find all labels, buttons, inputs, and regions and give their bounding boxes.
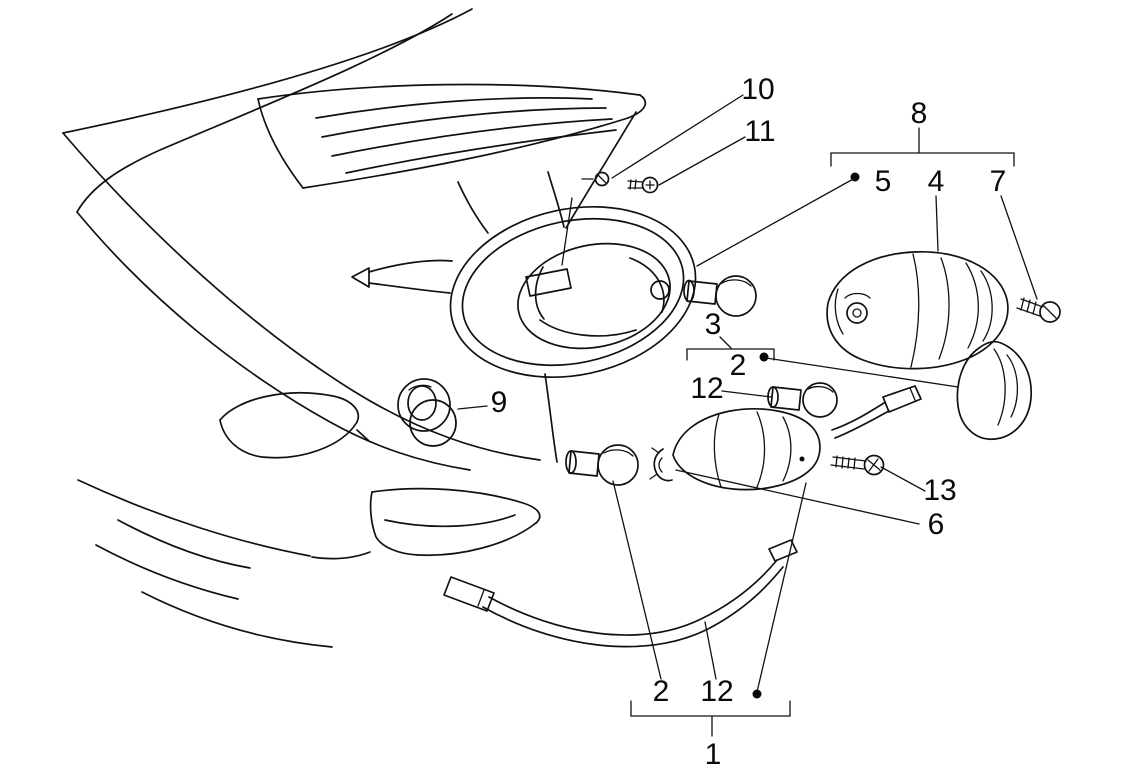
bracket-1 xyxy=(630,700,791,737)
callout-7-label: 7 xyxy=(990,165,1007,198)
cable-end-right xyxy=(768,539,798,562)
leader-10 xyxy=(611,94,744,179)
callout-2-mid-label: 2 xyxy=(730,349,747,382)
bulb-glass xyxy=(715,275,757,317)
callout-1-label: 1 xyxy=(705,738,722,771)
lens-inner-window xyxy=(525,268,572,297)
turn-signal-lens-part-4 xyxy=(826,251,1009,370)
screw-part-11 xyxy=(627,176,659,194)
leader-6 xyxy=(675,469,920,525)
callout-labels: 10 11 8 5 4 7 3 2 12 9 13 6 2 12 1 xyxy=(491,73,1007,771)
callout-10-label: 10 xyxy=(741,73,774,106)
callout-12-bottom-label: 12 xyxy=(700,675,733,708)
rear-spoiler-panel xyxy=(257,83,647,234)
leader-12-bottom xyxy=(704,621,717,680)
callout-6-label: 6 xyxy=(928,508,945,541)
grommet-part-9 xyxy=(397,378,457,447)
cable-connector-left xyxy=(443,576,495,612)
leader-2-mid xyxy=(765,357,959,388)
bracket-8 xyxy=(830,127,1015,167)
cable-part-12-lower xyxy=(443,539,798,648)
lens-socket-hole xyxy=(846,302,868,324)
callout-2-bottom-label: 2 xyxy=(653,675,670,708)
bulb-part-2-lower xyxy=(565,444,639,486)
wire-connector xyxy=(882,385,922,413)
callout-3-label: 3 xyxy=(705,308,722,341)
callout-13-label: 13 xyxy=(923,474,956,507)
leader-5 xyxy=(696,177,856,267)
bulb-part-5 xyxy=(683,275,757,317)
scooter-body xyxy=(62,8,541,648)
leader-4 xyxy=(935,195,939,252)
tail-light-housing xyxy=(449,197,697,379)
small-lens-part xyxy=(956,340,1032,440)
leader-dot-bottom xyxy=(752,689,762,699)
lower-fairing xyxy=(311,373,558,560)
leader-dot-bottom-line xyxy=(756,482,807,693)
body-mount-tab xyxy=(351,259,453,294)
clip-part-6 xyxy=(649,447,673,482)
callout-9-label: 9 xyxy=(491,386,508,419)
screw-part-7 xyxy=(1016,297,1061,323)
group-brackets xyxy=(630,127,1015,737)
leader-3 xyxy=(719,336,732,349)
callout-12-mid-label: 12 xyxy=(690,372,723,405)
leader-12-mid xyxy=(721,390,772,398)
callout-5-label: 5 xyxy=(875,165,892,198)
leader-2-bottom xyxy=(612,480,662,680)
leader-9 xyxy=(457,405,488,410)
callout-11-label: 11 xyxy=(744,115,775,148)
bracket-3 xyxy=(686,348,775,361)
leader-7 xyxy=(1000,195,1038,300)
bulb-base xyxy=(686,280,718,305)
turn-signal-lens-lower xyxy=(672,408,821,491)
bulb-socket-hole xyxy=(650,280,670,300)
leader-lines xyxy=(457,94,1038,699)
leader-11 xyxy=(658,136,746,186)
side-panel-recess xyxy=(219,392,370,459)
wire-part-12-mid xyxy=(831,385,922,439)
leader-dot-2-mid xyxy=(759,352,769,362)
leader-13 xyxy=(880,466,926,492)
screw-part-13 xyxy=(830,454,885,476)
callout-8-label: 8 xyxy=(911,97,928,130)
callout-4-label: 4 xyxy=(928,165,945,198)
grommet-part-10 xyxy=(581,171,610,187)
